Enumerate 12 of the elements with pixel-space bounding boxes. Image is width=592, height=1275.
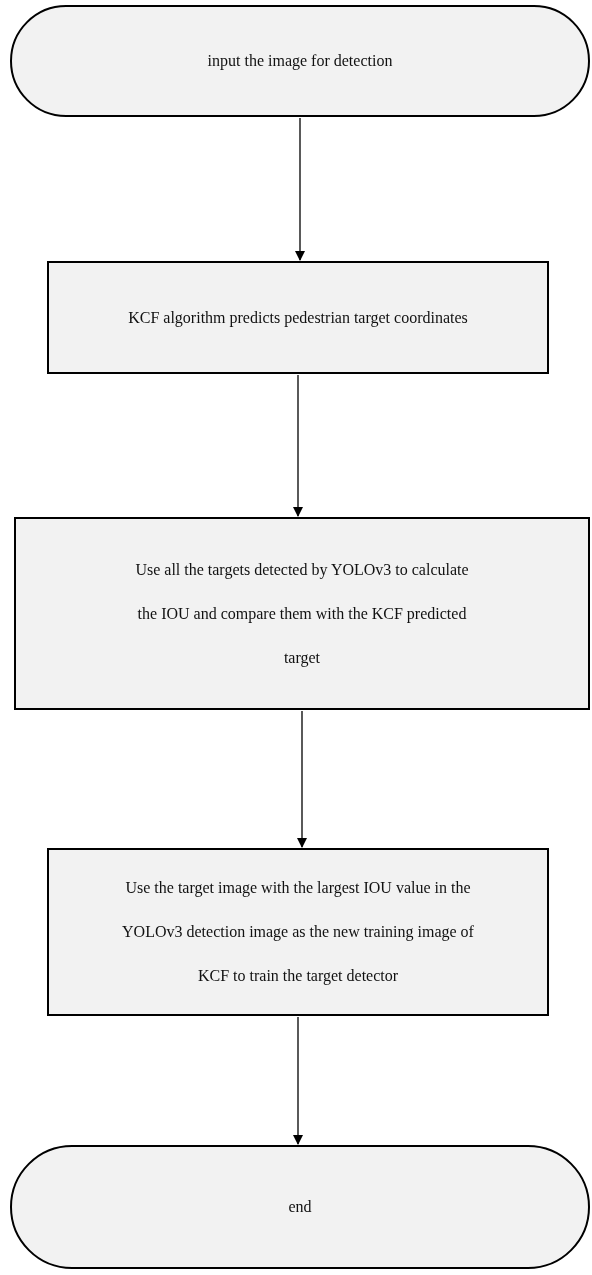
node-text: Use the target image with the largest IOU value in the YOLOv3 detection image as the new training image of KCF to train the target detector — [121, 878, 475, 987]
arrow — [293, 1016, 303, 1145]
node-text: Use all the targets detected by YOLOv3 to calculate the IOU and compare them with the KCF predicted target — [134, 559, 470, 669]
arrow — [295, 117, 305, 261]
node-text: end — [288, 1197, 312, 1217]
arrow — [293, 374, 303, 517]
node-text: input the image for detection — [207, 51, 393, 72]
node-text: KCF algorithm predicts pedestrian target coordinates — [128, 307, 468, 329]
process-box — [14, 517, 590, 710]
arrow — [297, 710, 307, 848]
process-box — [47, 261, 549, 374]
process-box — [47, 848, 549, 1016]
